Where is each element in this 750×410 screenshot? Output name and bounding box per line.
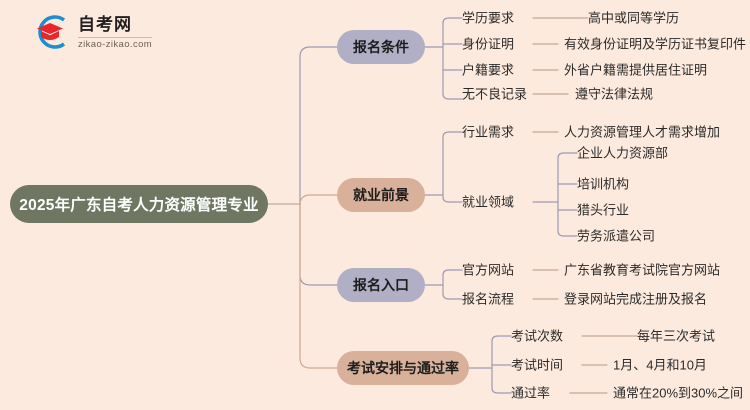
leaf-key[interactable]: 通过率 [511, 385, 551, 401]
leaf-value[interactable]: 1月、4月和10月 [613, 357, 707, 373]
leaf-key[interactable]: 无不良记录 [462, 86, 528, 102]
leaf-value[interactable]: 培训机构 [577, 176, 630, 192]
leaf-value[interactable]: 高中或同等学历 [588, 10, 680, 26]
graduation-cap-icon [30, 12, 70, 52]
leaf-key[interactable]: 学历要求 [462, 10, 515, 26]
leaf-key[interactable]: 行业需求 [462, 124, 515, 140]
leaf-key[interactable]: 就业领域 [462, 194, 515, 210]
leaf-value[interactable]: 猎头行业 [577, 202, 630, 218]
leaf-key[interactable]: 身份证明 [462, 36, 515, 52]
leaf-value[interactable]: 外省户籍需提供居住证明 [564, 62, 708, 78]
leaf-key[interactable]: 报名流程 [462, 291, 515, 307]
leaf-value[interactable]: 广东省教育考试院官方网站 [564, 262, 721, 278]
leaf-value[interactable]: 企业人力资源部 [577, 145, 669, 161]
leaf-value[interactable]: 劳务派遣公司 [577, 228, 656, 244]
branch-node-2[interactable]: 就业前景 [337, 178, 425, 212]
root-node[interactable]: 2025年广东自考人力资源管理专业 [10, 185, 268, 223]
logo-divider [78, 37, 153, 39]
branch-node-4[interactable]: 考试安排与通过率 [337, 351, 469, 385]
leaf-key[interactable]: 官方网站 [462, 262, 515, 278]
leaf-key[interactable]: 考试次数 [511, 328, 564, 344]
leaf-value[interactable]: 遵守法律法规 [575, 86, 654, 102]
branch-node-1[interactable]: 报名条件 [337, 30, 425, 64]
leaf-key[interactable]: 户籍要求 [462, 62, 515, 78]
leaf-value[interactable]: 登录网站完成注册及报名 [564, 291, 708, 307]
leaf-key[interactable]: 考试时间 [511, 357, 564, 373]
site-logo: 自考网 zikao-zikao.com [30, 12, 153, 52]
logo-text: 自考网 zikao-zikao.com [78, 14, 153, 51]
logo-name-cn: 自考网 [78, 15, 132, 35]
leaf-value[interactable]: 有效身份证明及学历证书复印件 [564, 36, 747, 52]
leaf-value[interactable]: 通常在20%到30%之间 [613, 385, 744, 401]
leaf-value[interactable]: 每年三次考试 [637, 328, 716, 344]
branch-node-3[interactable]: 报名入口 [337, 268, 425, 302]
leaf-value[interactable]: 人力资源管理人才需求增加 [564, 124, 721, 140]
logo-name-en: zikao-zikao.com [78, 39, 153, 51]
